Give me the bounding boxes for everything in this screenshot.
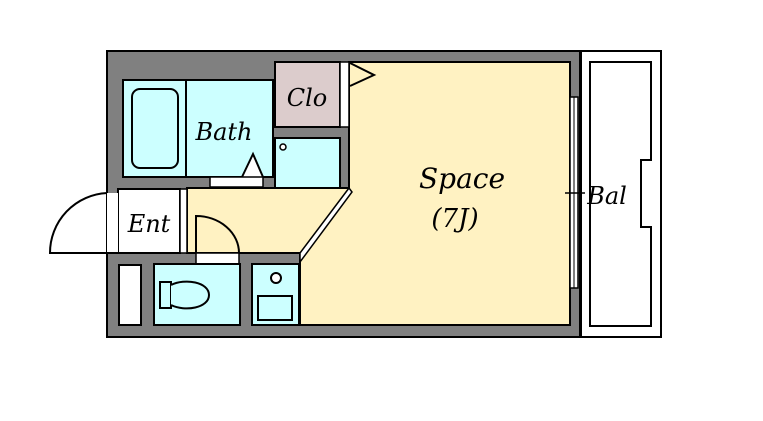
bath-label: Bath — [194, 118, 252, 146]
storage — [118, 264, 142, 326]
laundry-space — [274, 137, 341, 189]
closet-label: Clo — [287, 84, 328, 112]
bathroom — [122, 79, 274, 188]
washbasin-room — [251, 263, 300, 326]
washbasin-icon — [257, 295, 293, 321]
bathtub-icon — [131, 88, 179, 169]
closet — [274, 61, 377, 128]
space-label: Space — [419, 162, 505, 195]
balcony-window[interactable] — [565, 96, 585, 289]
closet-door[interactable] — [339, 61, 350, 128]
bath-door[interactable] — [209, 176, 264, 188]
toilet-door-swing[interactable] — [195, 214, 240, 254]
entrance-door-swing[interactable] — [48, 192, 118, 254]
space-size-label: (7J) — [431, 204, 478, 234]
toilet-icon — [159, 281, 172, 309]
entrance — [48, 188, 188, 254]
toilet-room — [153, 263, 241, 326]
balcony-label: Bal — [586, 182, 627, 210]
entrance-label: Ent — [127, 210, 171, 238]
diagonal-partition — [299, 186, 353, 265]
balcony — [580, 50, 662, 338]
